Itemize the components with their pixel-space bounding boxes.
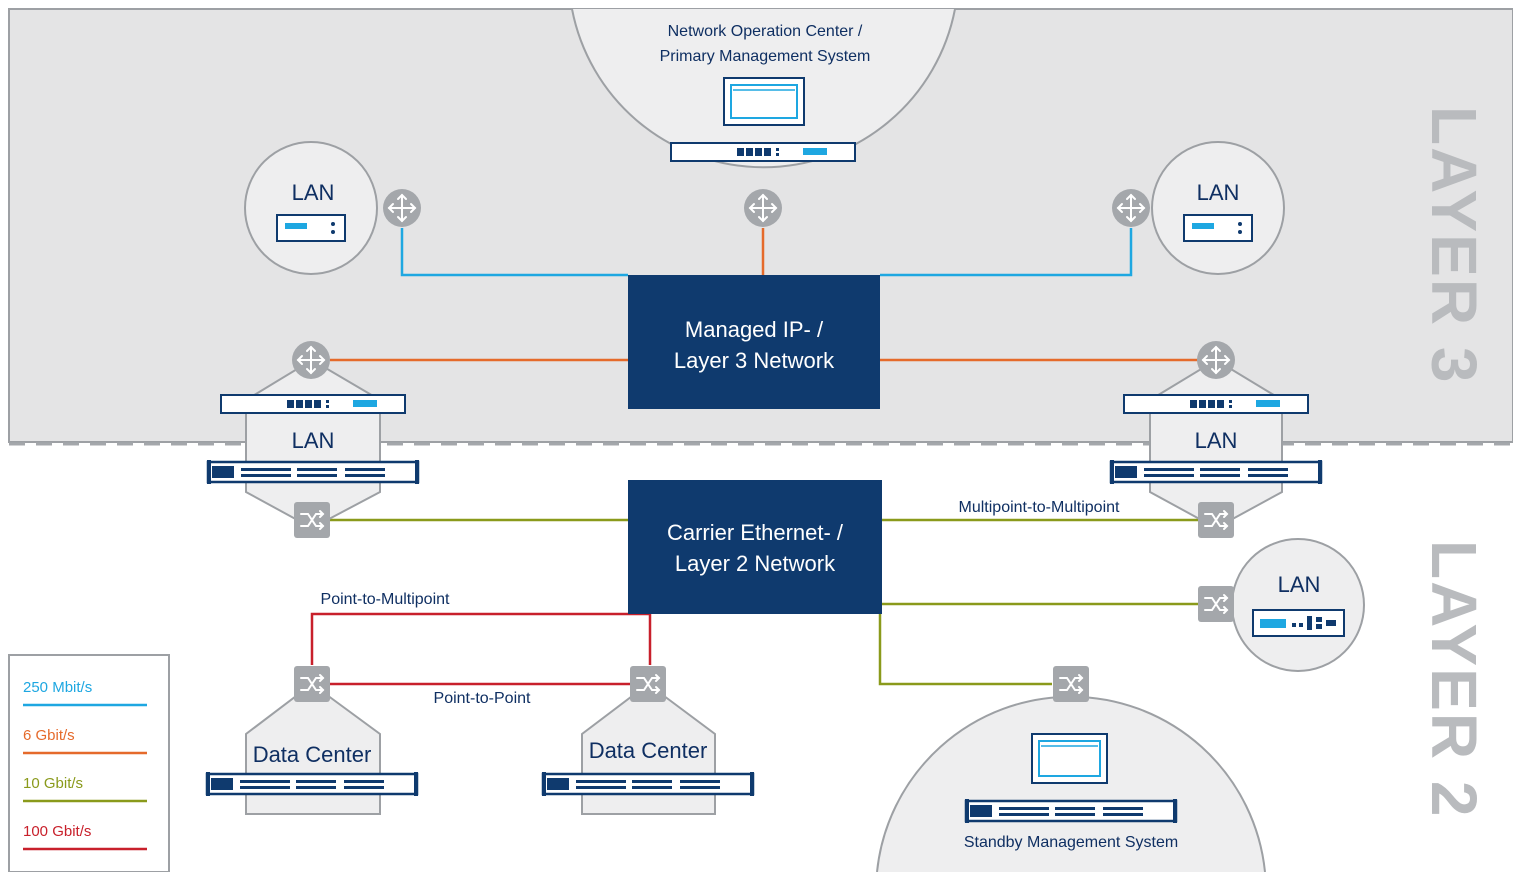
router-icon-top-left — [382, 188, 422, 228]
lan-right-l2-label: LAN — [1278, 572, 1321, 597]
legend: 250 Mbit/s 6 Gbit/s 10 Gbit/s 100 Gbit/s — [8, 654, 170, 872]
switch-icon-dc-left — [293, 665, 331, 703]
l2-network-line1: Carrier Ethernet- / — [667, 520, 844, 545]
link-250m-left — [400, 228, 628, 277]
switch-icon-mid-right — [1197, 501, 1235, 539]
standby-rack-switch — [963, 797, 1179, 825]
lan-right-l2-appliance — [1252, 609, 1345, 637]
dc-right-rack-switch — [540, 770, 756, 798]
legend-label: 6 Gbit/s — [23, 727, 75, 744]
noc-title-line1: Network Operation Center / — [668, 23, 863, 40]
lan-mid-right-label: LAN — [1195, 428, 1238, 453]
lan-mid-left-label: LAN — [292, 428, 335, 453]
lan-top-left-appliance — [276, 214, 346, 242]
lan-top-left-label: LAN — [292, 180, 335, 205]
l2-network-box — [628, 480, 882, 614]
noc-appliance — [670, 142, 856, 162]
router-icon-mid-right — [1196, 340, 1236, 380]
standby-label: Standby Management System — [964, 834, 1178, 851]
legend-label: 10 Gbit/s — [23, 775, 83, 792]
switch-icon-dc-right — [629, 665, 667, 703]
monitor-icon — [723, 77, 805, 126]
p2p-label: Point-to-Point — [434, 690, 531, 707]
lan-top-right-circle — [1151, 141, 1285, 275]
switch-icon-mid-left — [293, 501, 331, 539]
l3-network-line1: Managed IP- / — [685, 317, 824, 342]
dc-left-rack-switch — [204, 770, 420, 798]
router-icon-mid-left — [291, 340, 331, 380]
layer3-label: LAYER 3 — [1418, 106, 1490, 384]
lan-top-left-circle — [244, 141, 378, 275]
p2mp-label: Point-to-Multipoint — [321, 591, 451, 608]
l3-network-box — [628, 275, 880, 409]
dc-left-label: Data Center — [253, 742, 372, 767]
link-100g-p2mp — [310, 612, 652, 665]
router-icon-noc — [743, 188, 783, 228]
switch-icon-standby — [1052, 665, 1090, 703]
lan-top-right-appliance — [1183, 214, 1253, 242]
lan-top-right-label: LAN — [1197, 180, 1240, 205]
multipoint-label: Multipoint-to-Multipoint — [959, 499, 1121, 516]
lan-mid-right-rack-switch — [1108, 458, 1324, 486]
router-icon-top-right — [1111, 188, 1151, 228]
switch-icon-lan-right-l2 — [1197, 585, 1235, 623]
legend-label: 250 Mbit/s — [23, 679, 92, 696]
lan-mid-left-rack-switch — [205, 458, 421, 486]
standby-monitor-icon — [1031, 733, 1108, 784]
lan-mid-right-appliance — [1123, 394, 1309, 414]
legend-label: 100 Gbit/s — [23, 823, 91, 840]
dc-right-label: Data Center — [589, 738, 708, 763]
lan-right-l2-circle — [1231, 538, 1365, 672]
link-250m-right — [880, 228, 1133, 277]
l2-network-line2: Layer 2 Network — [675, 551, 836, 576]
l3-network-line2: Layer 3 Network — [674, 348, 835, 373]
layer2-label: LAYER 2 — [1418, 540, 1490, 818]
link-10g-standby — [878, 612, 1052, 686]
noc-title-line2: Primary Management System — [660, 48, 871, 65]
lan-mid-left-appliance — [220, 394, 406, 414]
